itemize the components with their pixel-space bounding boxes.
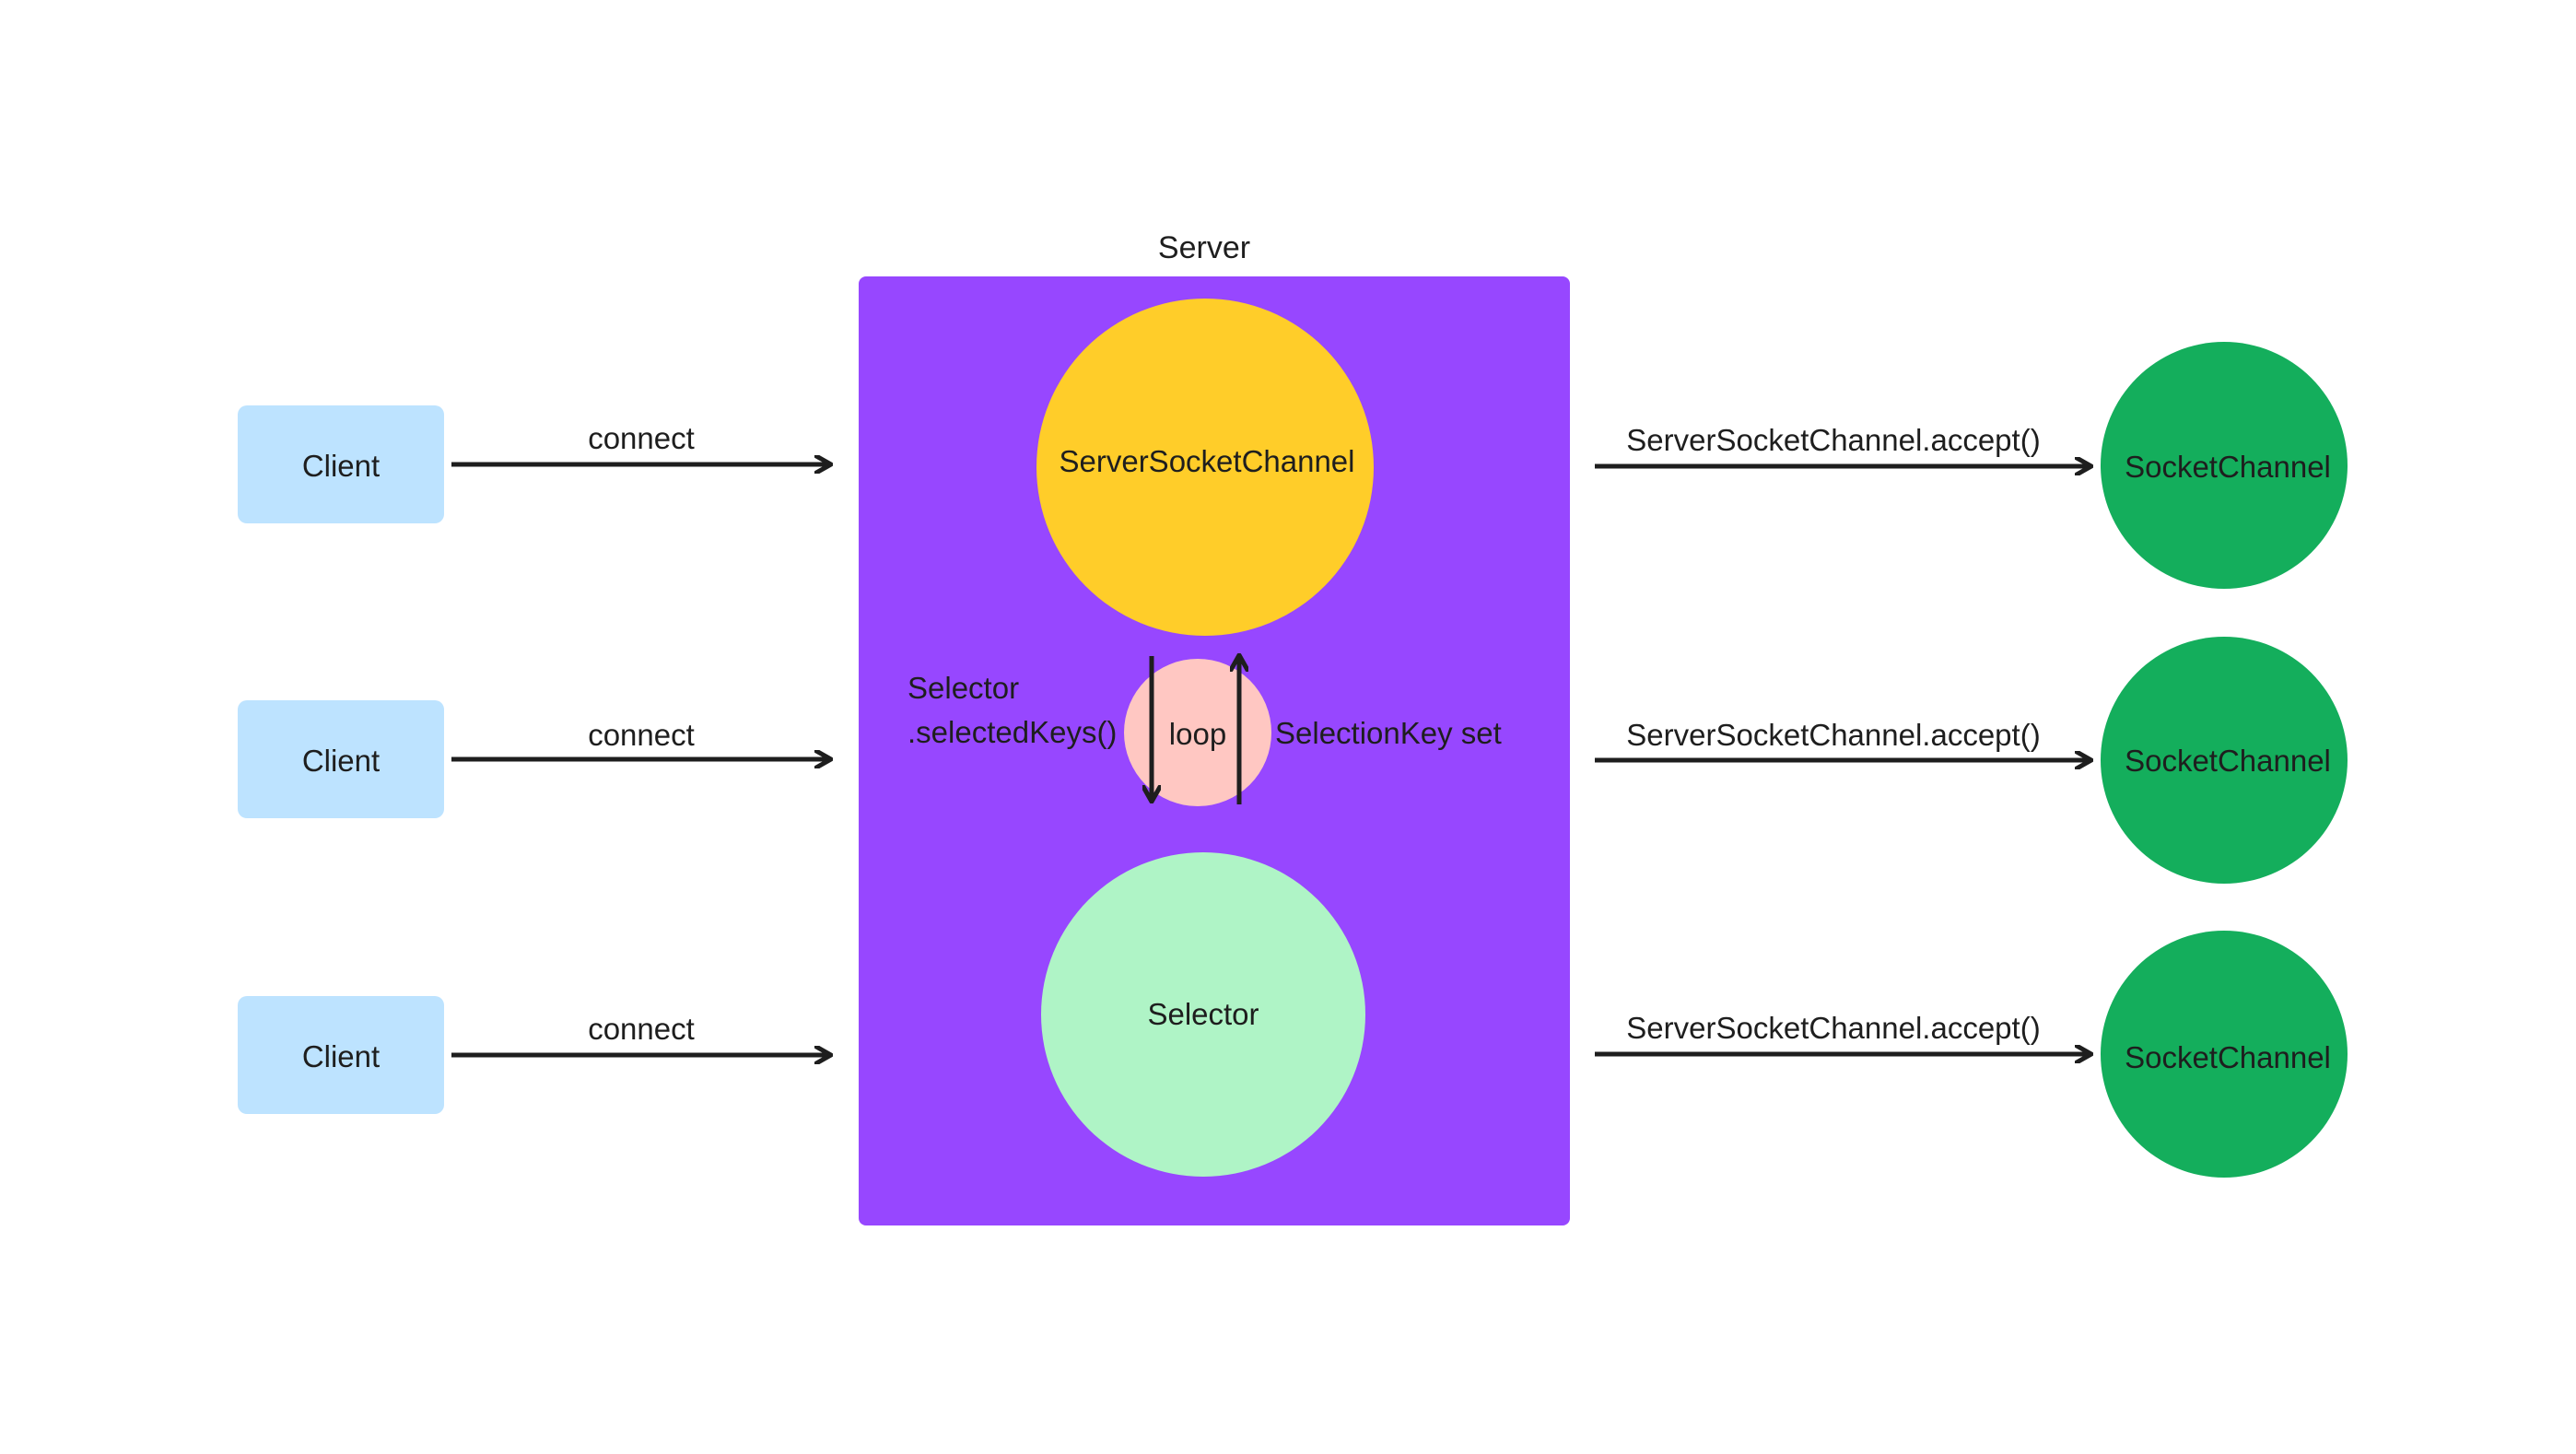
socket-channel-node-2: SocketChannel [2101,637,2348,884]
client-box [238,405,444,523]
selection-key-set-label: SelectionKey set [1275,716,1502,750]
socket-channel-label: SocketChannel [2125,744,2331,778]
selection-key-set-arrow: SelectionKey set [1239,655,1502,804]
accept-arrow-3: ServerSocketChannel.accept() [1595,1011,2091,1054]
client-box [238,700,444,818]
connect-label: connect [588,718,695,752]
selected-keys-arrow: Selector .selectedKeys() [907,656,1152,802]
socket-channel-label: SocketChannel [2125,450,2331,484]
server-title: Server [1158,230,1250,265]
client-label: Client [302,1039,380,1073]
socket-channel-circle [2101,637,2348,884]
client-box [238,996,444,1114]
socket-channel-circle [2101,931,2348,1178]
connect-arrow-3: connect [451,1012,831,1055]
loop-node: loop [1124,659,1271,806]
selected-keys-label-line2: .selectedKeys() [907,715,1117,749]
socket-channel-node-1: SocketChannel [2101,342,2348,589]
socket-channel-label: SocketChannel [2125,1040,2331,1074]
client-node-3: Client [238,996,444,1114]
selected-keys-label-line1: Selector [907,671,1019,705]
connect-label: connect [588,421,695,455]
client-node-2: Client [238,700,444,818]
loop-circle [1124,659,1271,806]
client-node-1: Client [238,405,444,523]
server-socket-channel-label: ServerSocketChannel [1059,444,1354,478]
selector-label: Selector [1147,997,1259,1031]
server-socket-channel-node: ServerSocketChannel [1036,299,1374,636]
accept-label: ServerSocketChannel.accept() [1626,423,2040,457]
accept-arrow-2: ServerSocketChannel.accept() [1595,718,2091,760]
socket-channel-node-3: SocketChannel [2101,931,2348,1178]
connect-arrow-2: connect [451,718,831,759]
loop-label: loop [1169,717,1226,751]
selector-circle [1041,852,1365,1177]
socket-channel-circle [2101,342,2348,589]
client-label: Client [302,449,380,483]
server-socket-channel-circle [1036,299,1374,636]
selector-node: Selector [1041,852,1365,1177]
connect-label: connect [588,1012,695,1046]
accept-arrow-1: ServerSocketChannel.accept() [1595,423,2091,466]
connect-arrow-1: connect [451,421,831,464]
accept-label: ServerSocketChannel.accept() [1626,1011,2040,1045]
client-label: Client [302,744,380,778]
accept-label: ServerSocketChannel.accept() [1626,718,2040,752]
